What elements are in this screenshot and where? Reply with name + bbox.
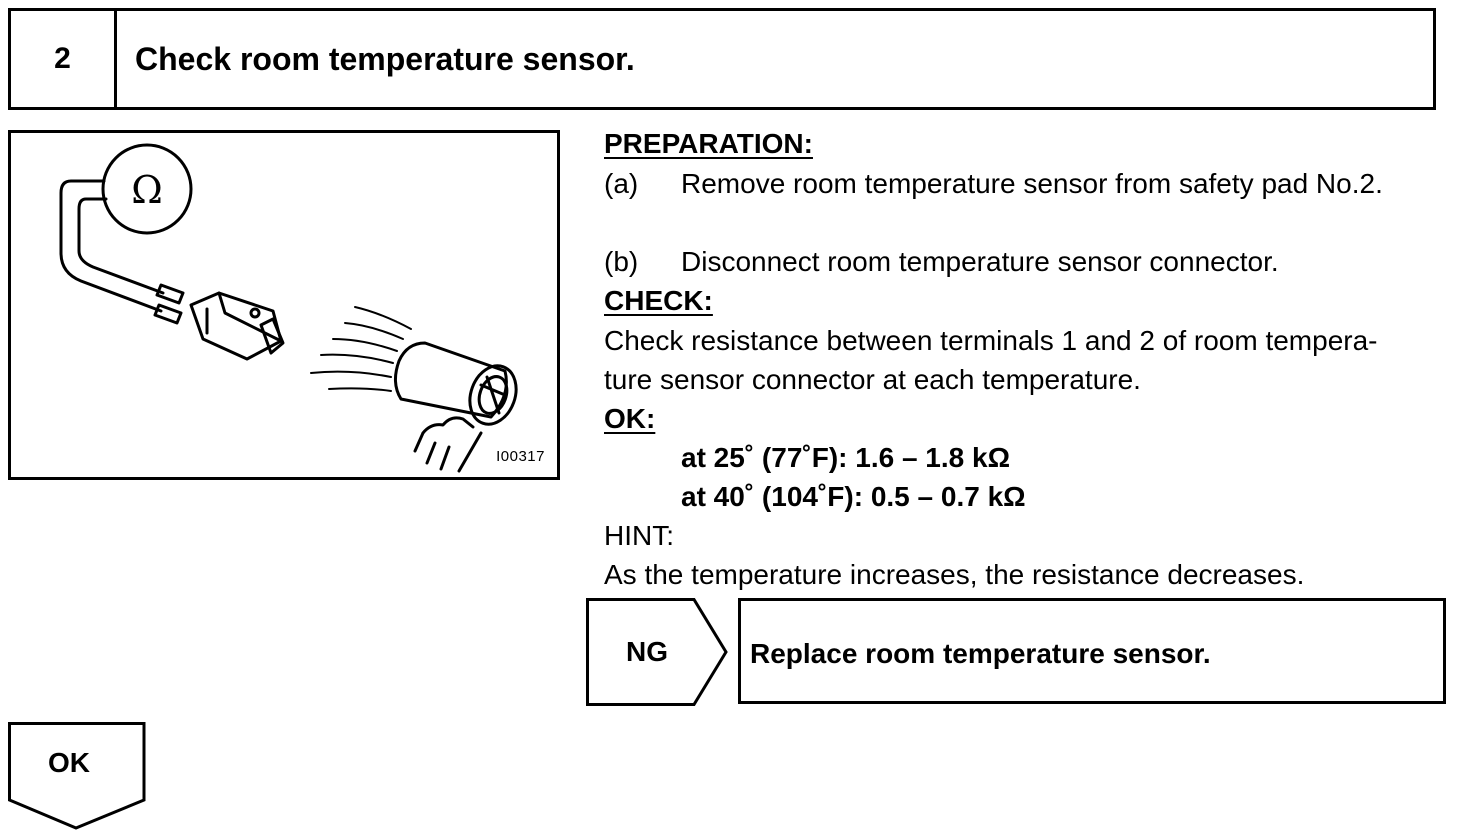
step-label: (b)	[604, 246, 639, 277]
illustration-panel: Ω I00317	[8, 130, 560, 480]
check-text-line-2: ture sensor connector at each temperatur…	[604, 364, 1141, 395]
step-title: Check room temperature sensor.	[135, 41, 635, 77]
ok-spec-value-40c: at 40˚ (104˚F): 0.5 – 0.7 kΩ	[681, 481, 1026, 512]
ohmmeter-sensor-heat-gun-illustration: Ω	[59, 143, 518, 473]
step-text: Remove room temperature sensor from safe…	[681, 168, 1383, 199]
step-text: Disconnect room temperature sensor conne…	[681, 246, 1279, 277]
ng-action-text: Replace room temperature sensor.	[750, 638, 1211, 669]
ng-action-box: Replace room temperature sensor.	[738, 598, 1446, 704]
step-label: (a)	[604, 168, 639, 199]
ohmmeter-icon	[101, 143, 193, 235]
ohm-symbol: Ω	[131, 168, 163, 212]
step-header: 2 Check room temperature sensor.	[8, 8, 1436, 110]
ok-label: OK	[48, 747, 90, 778]
ng-label: NG	[626, 636, 668, 667]
preparation-heading: PREPARATION:	[604, 128, 813, 159]
preparation-step-a: (a) Remove room temperature sensor from s…	[604, 167, 1383, 201]
ok-spec-value-25c: at 25˚ (77˚F): 1.6 – 1.8 kΩ	[681, 442, 1011, 473]
hint-heading: HINT:	[604, 520, 674, 551]
ok-arrow-box	[8, 722, 146, 830]
ng-arrow-box	[586, 598, 728, 706]
hint-text: As the temperature increases, the resist…	[604, 559, 1305, 590]
ok-spec-heading: OK:	[604, 403, 656, 434]
check-heading: CHECK:	[604, 285, 713, 316]
figure-code: I00317	[496, 448, 545, 465]
step-number: 2	[11, 11, 117, 107]
check-text-line-1: Check resistance between terminals 1 and…	[604, 325, 1378, 356]
preparation-step-b: (b) Disconnect room temperature sensor co…	[604, 245, 1279, 279]
